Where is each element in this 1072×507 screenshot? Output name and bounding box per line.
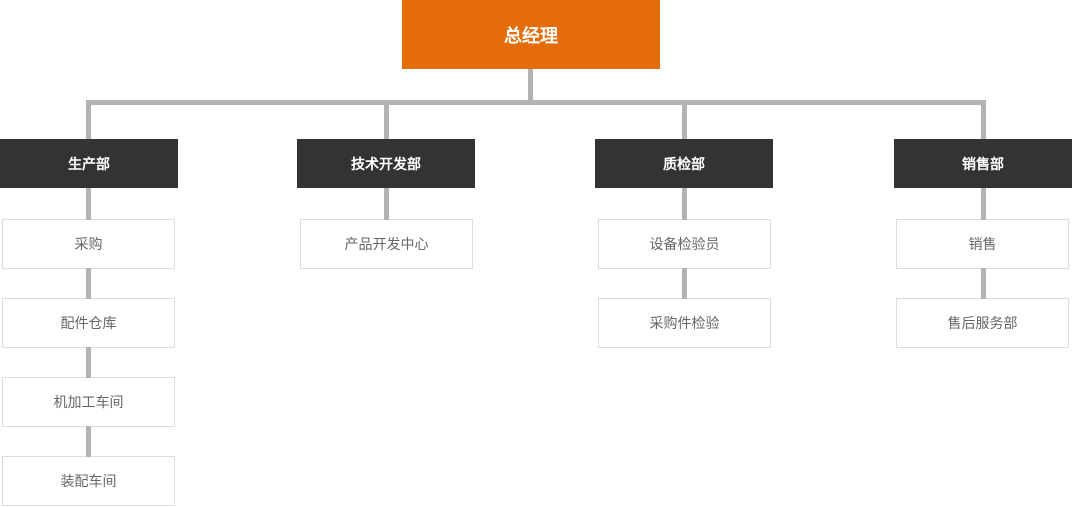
node-after-sales-service: 售后服务部 bbox=[896, 298, 1069, 348]
connector-col2-stub bbox=[384, 105, 389, 139]
connector-child-child bbox=[682, 268, 687, 299]
connector-dept-child bbox=[682, 188, 687, 220]
connector-child-child bbox=[86, 268, 91, 299]
connector-dept-child bbox=[86, 188, 91, 220]
node-parts-warehouse: 配件仓库 bbox=[2, 298, 175, 348]
connector-col1-stub bbox=[86, 105, 91, 139]
connector-col4-stub bbox=[981, 105, 986, 139]
connector-root-stub bbox=[528, 69, 533, 100]
connector-child-child bbox=[86, 347, 91, 378]
node-sales-dept: 销售部 bbox=[894, 139, 1072, 188]
node-equipment-inspector: 设备检验员 bbox=[598, 219, 771, 269]
node-general-manager: 总经理 bbox=[402, 0, 660, 69]
connector-trunk bbox=[86, 100, 986, 105]
node-production-dept: 生产部 bbox=[0, 139, 178, 188]
node-tech-development-dept: 技术开发部 bbox=[297, 139, 475, 188]
node-purchased-parts-inspection: 采购件检验 bbox=[598, 298, 771, 348]
connector-child-child bbox=[981, 268, 986, 299]
node-purchasing: 采购 bbox=[2, 219, 175, 269]
node-quality-inspection-dept: 质检部 bbox=[595, 139, 773, 188]
connector-dept-child bbox=[384, 188, 389, 220]
connector-child-child bbox=[86, 426, 91, 457]
node-machining-workshop: 机加工车间 bbox=[2, 377, 175, 427]
connector-dept-child bbox=[981, 188, 986, 220]
node-product-dev-center: 产品开发中心 bbox=[300, 219, 473, 269]
node-assembly-workshop: 装配车间 bbox=[2, 456, 175, 506]
connector-col3-stub bbox=[682, 105, 687, 139]
node-sales: 销售 bbox=[896, 219, 1069, 269]
